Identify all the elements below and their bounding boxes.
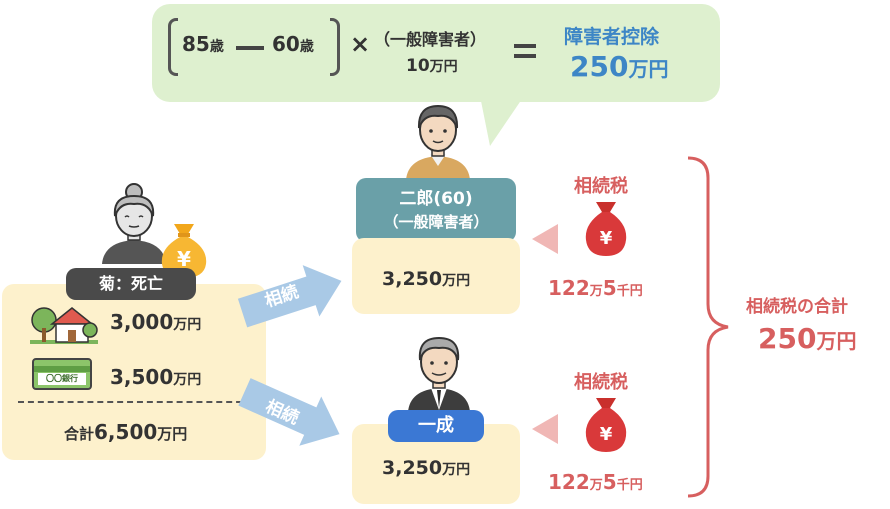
formula-times: × — [350, 30, 371, 58]
kiku-avatar — [102, 183, 166, 264]
asset-bank-value: 3,500万円 — [110, 365, 202, 389]
formula-factor-label: （一般障害者） — [374, 30, 487, 49]
tax-amount-upper: 122万5千円 — [548, 276, 643, 300]
formula-factor-value: 10万円 — [406, 56, 458, 76]
money-bag-icon: ¥ — [161, 224, 207, 278]
svg-text:¥: ¥ — [177, 247, 191, 271]
tax-label-upper: 相続税 — [574, 176, 628, 197]
formula-equals-bottom — [514, 54, 536, 58]
formula-minus — [236, 46, 264, 50]
jiro-amount: 3,250万円 — [382, 268, 471, 290]
assets-divider — [18, 401, 252, 403]
tax-bag-icon-lower: ¥ — [585, 398, 627, 452]
kazunari-amount: 3,250万円 — [382, 457, 471, 479]
svg-text:¥: ¥ — [600, 424, 613, 445]
jiro-name-tag: 二郎(60) （一般障害者） — [356, 178, 516, 242]
house-tree-icon — [30, 307, 98, 344]
total-tax-value: 250万円 — [758, 322, 857, 355]
speech-bubble — [152, 4, 720, 102]
formula-result-value: 250万円 — [570, 50, 669, 83]
tax-bag-icon-upper: ¥ — [585, 202, 627, 256]
tax-amount-lower: 122万5千円 — [548, 470, 643, 494]
bracket-left — [168, 18, 178, 76]
decedent-name-tag: 菊：死亡 — [66, 268, 196, 300]
inherit-arrow-upper — [237, 265, 342, 328]
kazunari-avatar — [408, 336, 470, 412]
tax-pointer-lower — [532, 414, 558, 444]
bankbook-icon: 〇〇銀行 — [32, 358, 92, 390]
inherit-arrow-lower — [238, 378, 340, 446]
svg-text:¥: ¥ — [600, 228, 613, 249]
total-brace — [687, 156, 729, 498]
formula-result-label: 障害者控除 — [564, 26, 660, 48]
assets-total: 合計6,500万円 — [64, 420, 188, 444]
tax-pointer-upper — [532, 224, 558, 254]
jiro-avatar — [406, 104, 470, 180]
jiro-amount-card — [352, 238, 520, 314]
formula-age-a: 85歳 — [182, 32, 224, 56]
total-tax-label: 相続税の合計 — [746, 297, 848, 317]
tax-label-lower: 相続税 — [574, 372, 628, 393]
speech-bubble-tail — [480, 96, 524, 146]
kazunari-name-tag: 一成 — [388, 410, 484, 442]
bracket-right — [330, 18, 340, 76]
formula-equals-top — [514, 44, 536, 48]
asset-house-value: 3,000万円 — [110, 310, 202, 334]
formula-age-b: 60歳 — [272, 32, 314, 56]
